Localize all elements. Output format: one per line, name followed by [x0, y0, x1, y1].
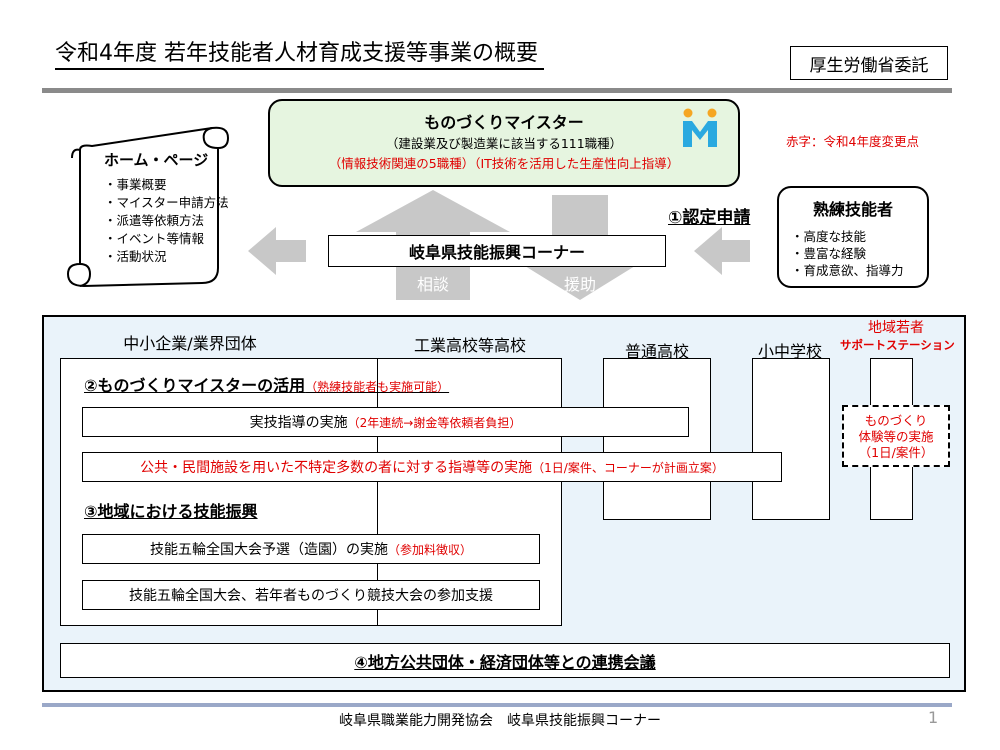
skills-support-box: 技能五輪全国大会、若年者ものづくり競技大会の参加支援 — [82, 580, 540, 610]
section-2-note: （熟練技能者も実施可能） — [305, 380, 450, 394]
support-label: 援助 — [563, 275, 596, 294]
column-header-general: 普通高校 — [624, 342, 689, 361]
skilled-item: ・育成意欲、指導力 — [791, 263, 904, 278]
homepage-item: ・マイスター申請方法 — [104, 195, 229, 210]
column-header-station-1: 地域若者 — [868, 320, 924, 336]
meister-note: （情報技術関連の5職種）（IT技術を活用した生産性向上指導） — [328, 156, 680, 171]
meister-box: ものづくりマイスター （建設業及び製造業に該当する111職種） （情報技術関連の… — [268, 99, 740, 187]
column-header-elementary: 小中学校 — [757, 342, 822, 361]
station-box-line3: （1日/案件） — [858, 445, 934, 460]
left-arrow-from-skilled-icon — [694, 227, 750, 275]
skilled-worker-box: 熟練技能者 ・高度な技能 ・豊富な経験 ・育成意欲、指導力 — [777, 186, 929, 288]
footer-divider — [42, 703, 952, 707]
skilled-item: ・豊富な経験 — [791, 246, 867, 261]
page-number: 1 — [928, 708, 939, 727]
column-header-sme: 中小企業/業界団体 — [123, 334, 257, 353]
section-2-heading: ②ものづくりマイスターの活用（熟練技能者も実施可能） — [84, 372, 449, 396]
ministry-badge: 厚生労働省委託 — [790, 46, 948, 80]
consult-label: 相談 — [416, 275, 449, 294]
station-experience-box: ものづくり 体験等の実施 （1日/案件） — [842, 405, 950, 467]
station-box-line1: ものづくり — [864, 413, 928, 428]
skilled-item: ・高度な技能 — [791, 229, 867, 244]
column-box-elementary — [752, 358, 830, 520]
gifu-corner-box: 岐阜県技能振興コーナー — [328, 235, 666, 267]
page-title: 令和4年度 若年技能者人材育成支援等事業の概要 — [55, 40, 544, 70]
public-facility-box: 公共・民間施設を用いた不特定多数の者に対する指導等の実施（1日/案件、コーナーが… — [82, 452, 782, 482]
footer-org: 岐阜県職業能力開発協会 岐阜県技能振興コーナー — [339, 713, 661, 729]
section-2-title: ②ものづくりマイスターの活用 — [84, 376, 306, 395]
column-header-technical: 工業高校等高校 — [413, 336, 526, 355]
homepage-item: ・事業概要 — [104, 177, 167, 192]
header-divider — [42, 88, 952, 93]
public-facility-note: （1日/案件、コーナーが計画立案） — [532, 460, 724, 475]
skills-prelim-text: 技能五輪全国大会予選（造園）の実施 — [149, 542, 388, 558]
section-3-title: ③地域における技能振興 — [84, 502, 258, 521]
skills-prelim-note: （参加料徴収） — [387, 542, 472, 557]
left-arrow-to-homepage-icon — [248, 227, 306, 275]
skills-prelim-box: 技能五輪全国大会予選（造園）の実施（参加料徴収） — [82, 534, 540, 564]
column-header-station-2: サポートステーション — [840, 338, 955, 352]
homepage-content: ホーム・ページ ・事業概要 ・マイスター申請方法 ・派遣等依頼方法 ・イベント等… — [104, 150, 234, 266]
public-facility-text: 公共・民間施設を用いた不特定多数の者に対する指導等の実施 — [140, 460, 533, 476]
column-box-general — [603, 358, 711, 520]
homepage-item: ・派遣等依頼方法 — [104, 213, 205, 228]
column-box-technical — [377, 358, 562, 626]
legend-note: 赤字：令和4年度変更点 — [786, 134, 919, 149]
meister-logo-icon — [683, 108, 717, 147]
practical-guidance-text: 実技指導の実施 — [249, 415, 348, 431]
homepage-item: ・イベント等情報 — [104, 231, 205, 246]
practical-guidance-box: 実技指導の実施（2年連続→謝金等依頼者負担） — [82, 407, 689, 437]
homepage-item: ・活動状況 — [104, 249, 167, 264]
meister-subtitle: （建設業及び製造業に該当する111職種） — [385, 136, 623, 151]
homepage-scroll-icon — [66, 126, 230, 288]
station-box-line2: 体験等の実施 — [858, 429, 934, 444]
practical-guidance-note: （2年連続→謝金等依頼者負担） — [347, 415, 522, 430]
application-label: ①認定申請 — [668, 208, 751, 228]
section-4-box: ④地方公共団体・経済団体等との連携会議 — [60, 643, 950, 678]
homepage-title: ホーム・ページ — [104, 151, 209, 169]
skilled-title: 熟練技能者 — [812, 200, 893, 219]
meister-title: ものづくりマイスター — [424, 113, 584, 132]
